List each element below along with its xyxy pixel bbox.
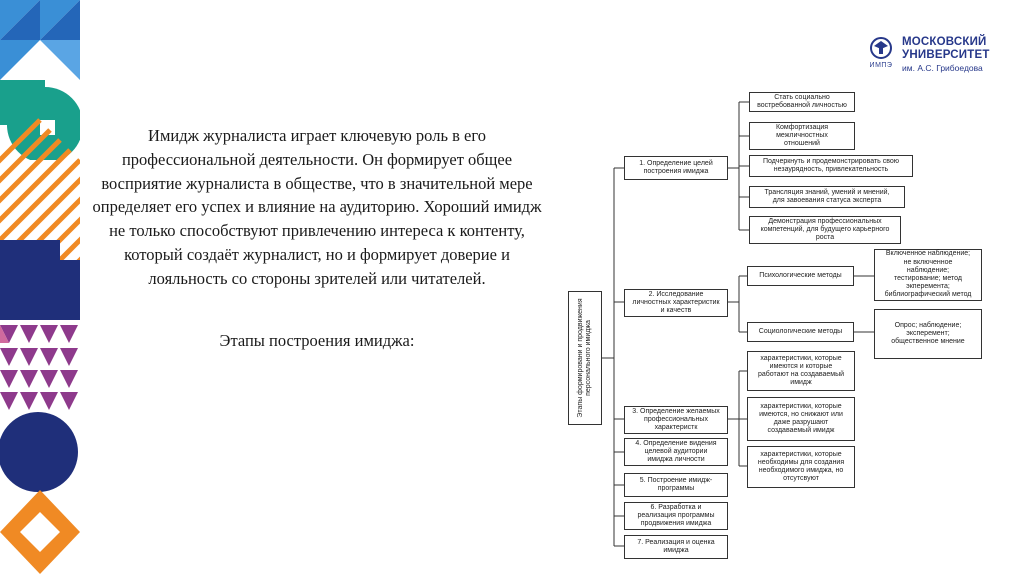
stage-box: 2. Исследование личностных характеристик… bbox=[624, 289, 728, 317]
characteristic-box: характеристики, которые имеются, но сниж… bbox=[747, 397, 855, 441]
stage-box: 4. Определение видения целевой аудитории… bbox=[624, 438, 728, 466]
logo-title-line1: МОСКОВСКИЙ bbox=[902, 36, 987, 48]
university-logo: ИМПЭ МОСКОВСКИЙ УНИВЕРСИТЕТ им. А.С. Гри… bbox=[866, 36, 1016, 76]
diagram-root-label: Этапы формировани и продвижения персонал… bbox=[577, 291, 593, 425]
stage-box: 3. Определение желаемых профессиональных… bbox=[624, 406, 728, 434]
goal-box: Комфортизация межличностных отношений bbox=[749, 122, 855, 150]
geometric-pattern-icon bbox=[0, 0, 80, 574]
characteristic-box: характеристики, которые необходимы для с… bbox=[747, 446, 855, 488]
image-building-diagram: Этапы формировани и продвижения персонал… bbox=[564, 86, 1008, 566]
goal-box: Стать социально востребованной личностью bbox=[749, 92, 855, 112]
main-paragraph: Имидж журналиста играет ключевую роль в … bbox=[92, 124, 542, 291]
university-emblem-icon bbox=[866, 36, 896, 76]
stage-box: 1. Определение целей построения имиджа bbox=[624, 156, 728, 180]
logo-subtitle: им. А.С. Грибоедова bbox=[902, 63, 983, 73]
method-box: Социологические методы bbox=[747, 322, 854, 342]
characteristic-box: характеристики, которые имеются и которы… bbox=[747, 351, 855, 391]
stage-box: 7. Реализация и оценка имиджа bbox=[624, 535, 728, 559]
goal-box: Трансляция знаний, умений и мнений, для … bbox=[749, 186, 905, 208]
method-box: Психологические методы bbox=[747, 266, 854, 286]
logo-abbreviation: ИМПЭ bbox=[866, 62, 896, 69]
method-detail-box: Включенное наблюдение; не включенное наб… bbox=[874, 249, 982, 301]
stage-box: 5. Построение имидж- программы bbox=[624, 473, 728, 497]
logo-title-line2: УНИВЕРСИТЕТ bbox=[902, 49, 990, 61]
stages-heading: Этапы построения имиджа: bbox=[92, 331, 542, 351]
goal-box: Подчеркнуть и продемонстрировать свою не… bbox=[749, 155, 913, 177]
goal-box: Демонстрация профессиональных компетенци… bbox=[749, 216, 901, 244]
method-detail-box: Опрос; наблюдение; эксперемент; обществе… bbox=[874, 309, 982, 359]
decorative-strip bbox=[0, 0, 80, 574]
stage-box: 6. Разработка и реализация программы про… bbox=[624, 502, 728, 530]
